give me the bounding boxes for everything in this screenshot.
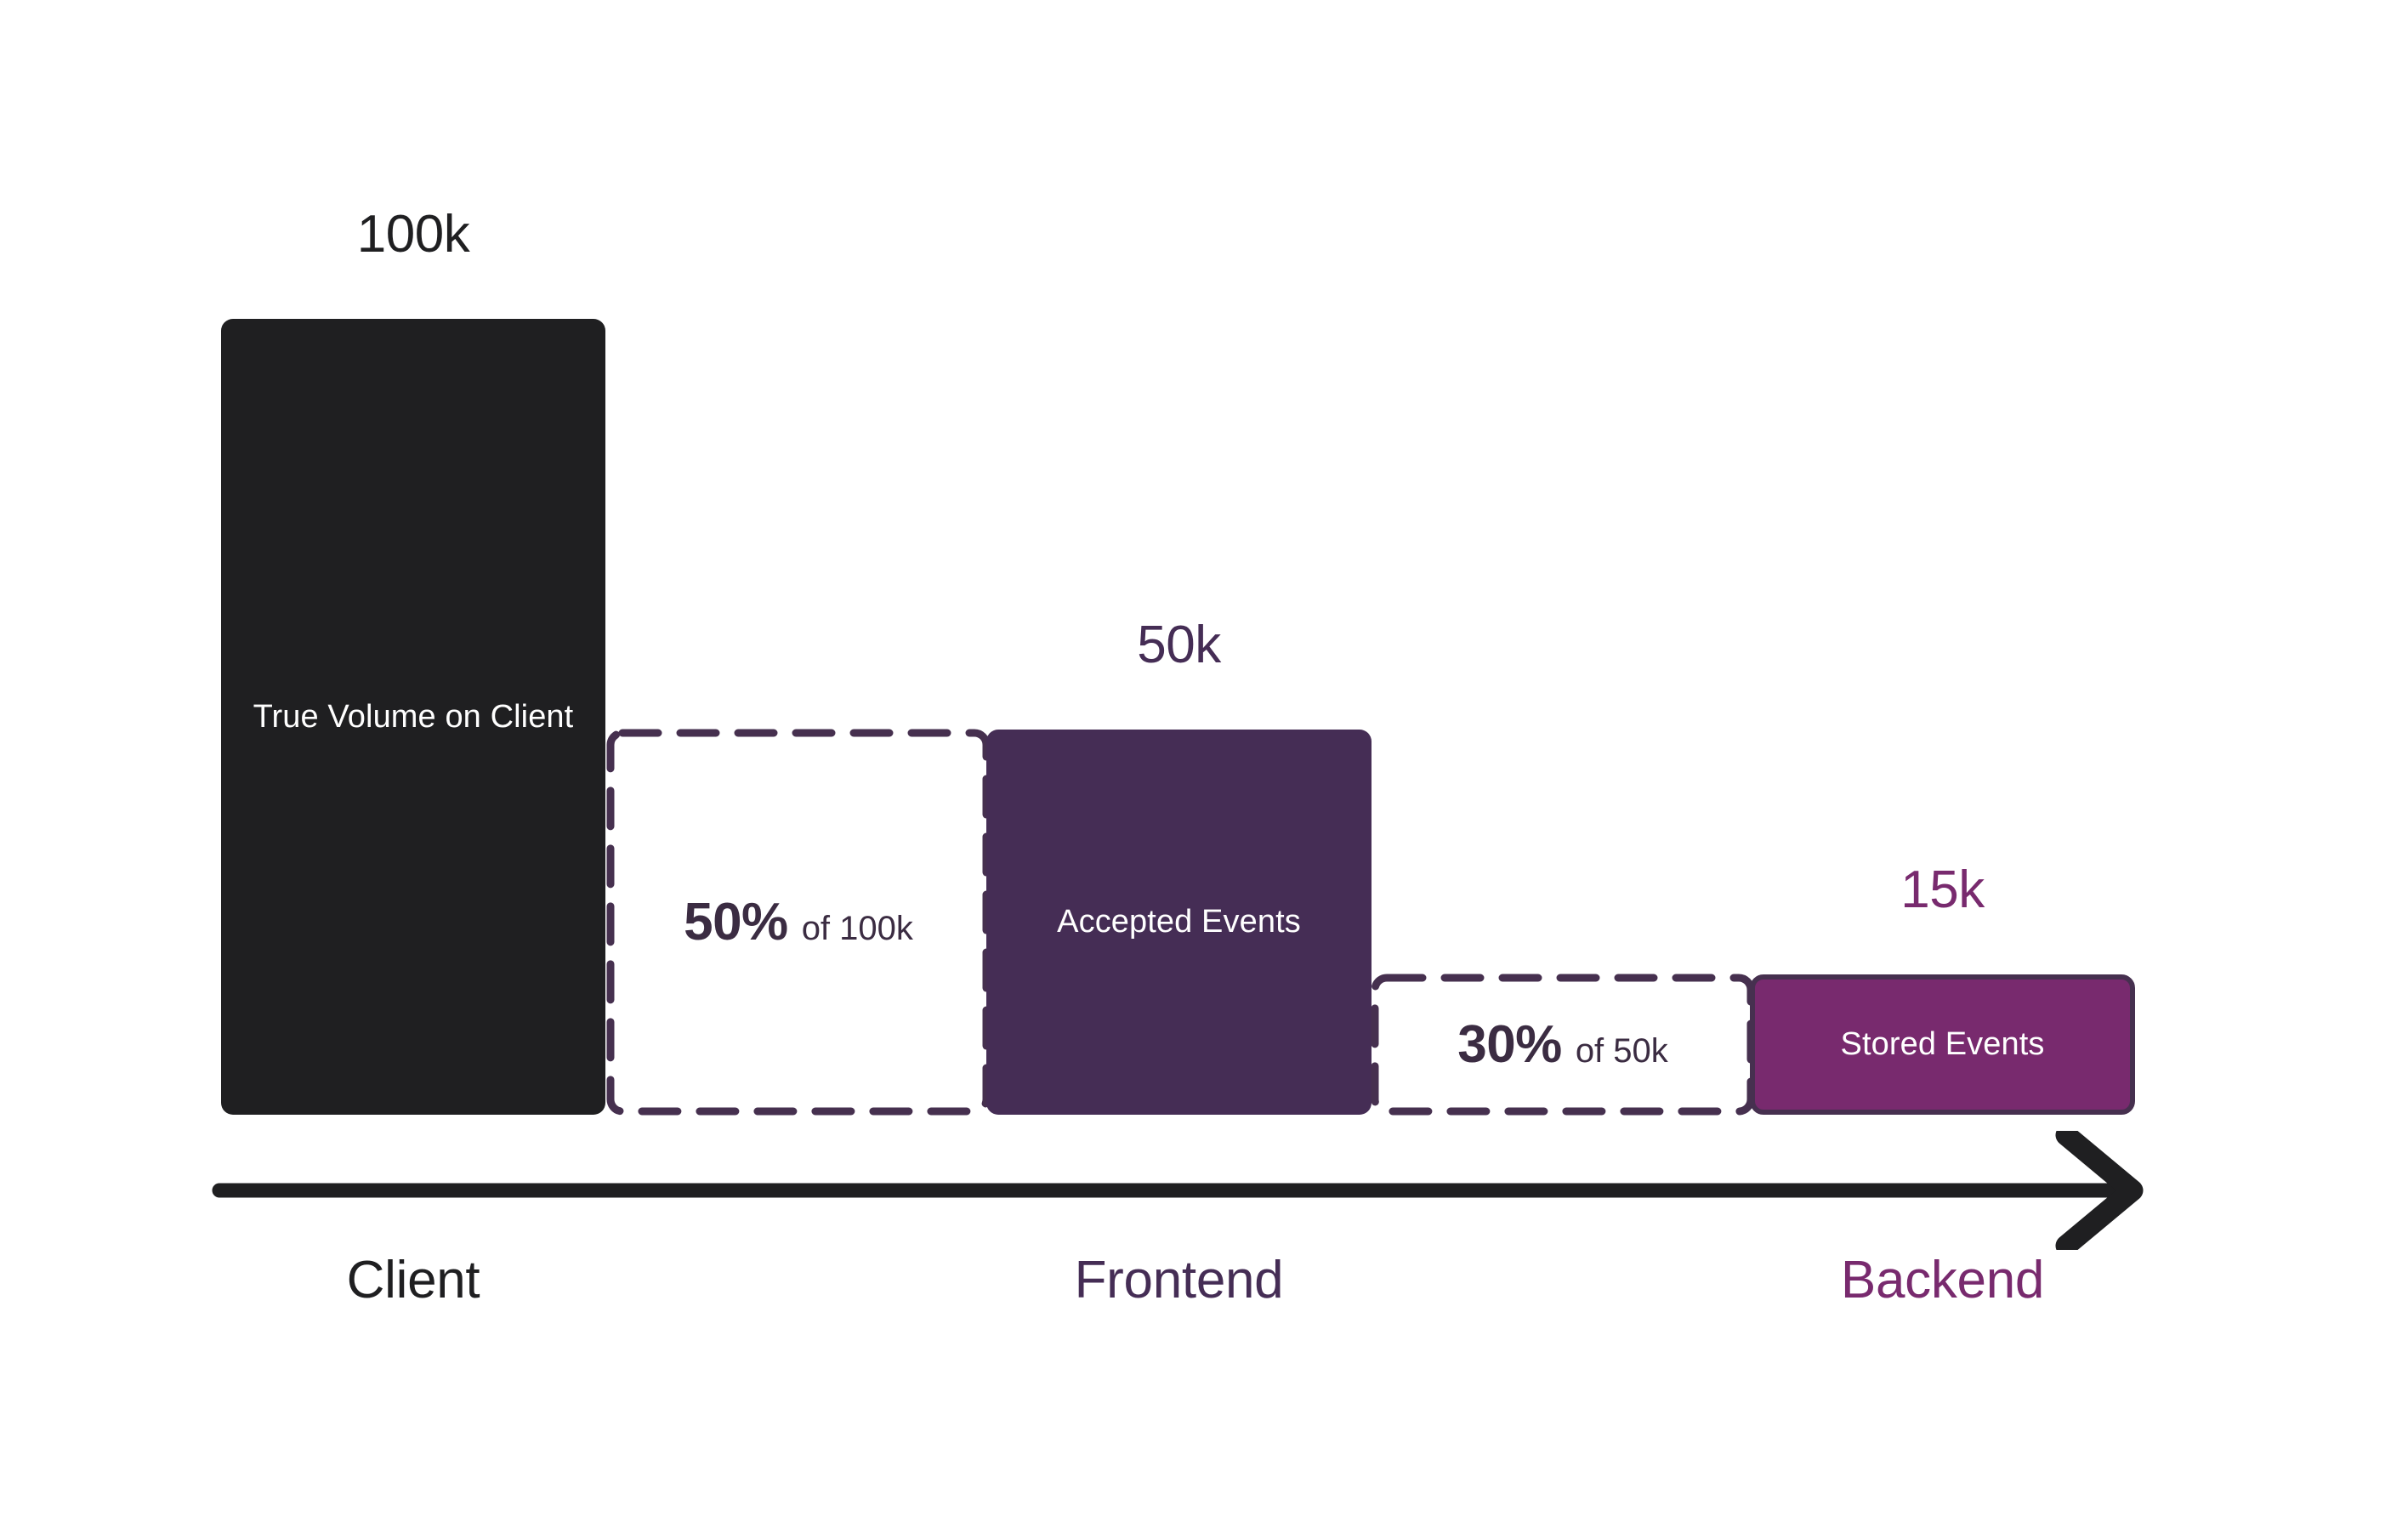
dropoff-of-2: of 50k — [1575, 1032, 1668, 1070]
axis-arrow-icon — [212, 1131, 2144, 1250]
dropoff-box-client-to-frontend: 50% of 100k — [607, 730, 990, 1115]
dropoff-text-2: 30% of 50k — [1457, 1014, 1668, 1075]
value-label-client: 100k — [356, 205, 470, 264]
dropoff-percent-2: 30% — [1457, 1015, 1562, 1074]
dropoff-box-frontend-to-backend: 30% of 50k — [1372, 974, 1754, 1115]
bar-label-client: True Volume on Client — [253, 698, 574, 735]
stage-label-frontend: Frontend — [1074, 1251, 1284, 1309]
bar-frontend: Accepted Events — [986, 730, 1372, 1115]
dropoff-text-1: 50% of 100k — [684, 892, 913, 952]
bar-client: True Volume on Client — [221, 319, 605, 1115]
bar-backend: Stored Events — [1750, 974, 2135, 1115]
dropoff-percent-1: 50% — [684, 893, 788, 951]
value-label-backend: 15k — [1900, 860, 1985, 919]
value-label-frontend: 50k — [1137, 616, 1221, 674]
bar-label-backend: Stored Events — [1840, 1026, 2045, 1063]
dropoff-of-1: of 100k — [801, 910, 913, 947]
stage-label-backend: Backend — [1840, 1251, 2045, 1309]
bar-label-frontend: Accepted Events — [1057, 904, 1301, 940]
stage-label-client: Client — [346, 1251, 480, 1309]
